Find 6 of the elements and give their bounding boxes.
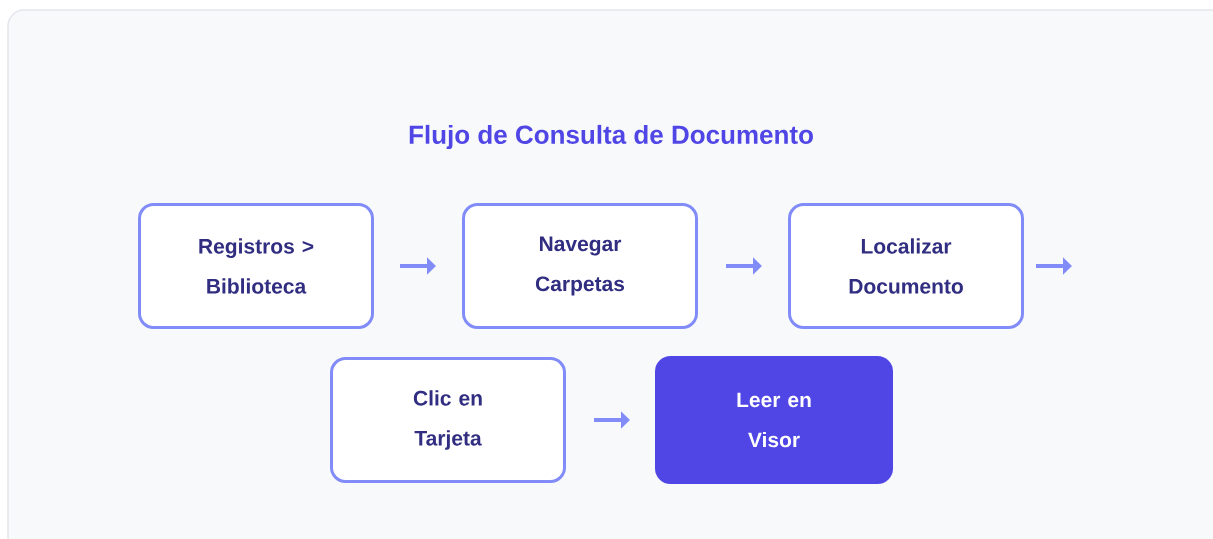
process-box: Registros > Biblioteca	[138, 203, 374, 329]
process-box: Clic en Tarjeta	[330, 357, 566, 483]
process-box: Localizar Documento	[788, 203, 1024, 329]
process-box: Leer en Visor	[655, 356, 893, 484]
title: Flujo de Consulta de Documento	[409, 124, 813, 150]
process-box: Navegar Carpetas	[462, 203, 698, 329]
